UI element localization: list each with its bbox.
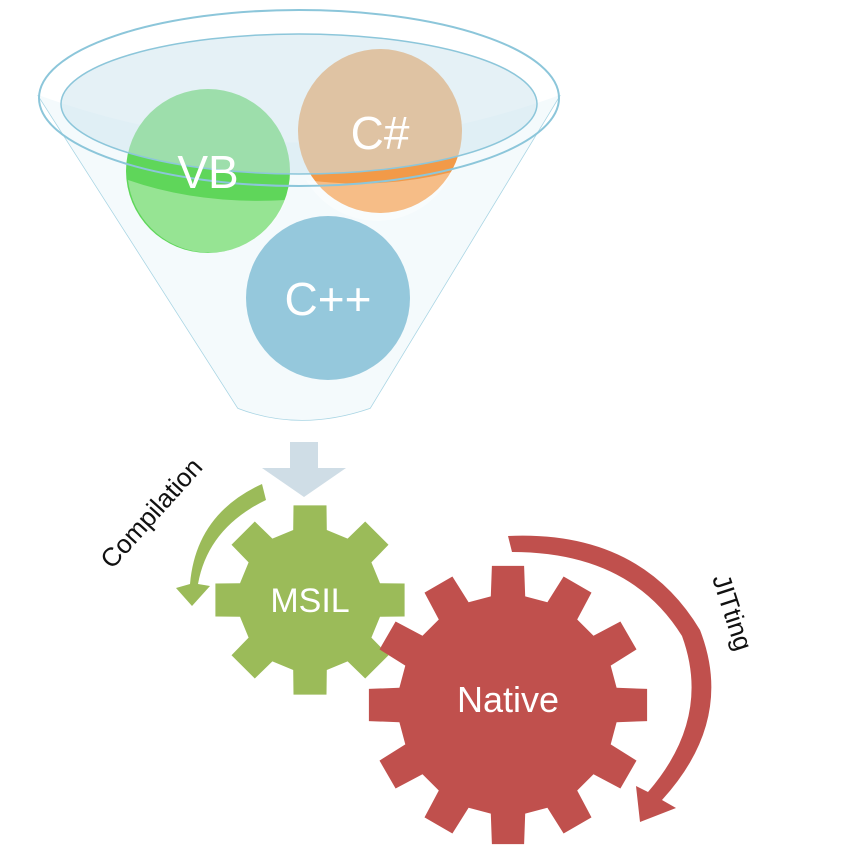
msil-label: MSIL [270,582,349,620]
native-label: Native [457,679,559,720]
jitting-arrow [508,535,712,822]
vb-circle-glass-tint [128,180,286,253]
msil-gear [215,505,405,695]
jitting-label: JITting [706,571,759,654]
compilation-arrow [176,484,266,606]
cpp-circle [246,216,410,380]
funnel-rim-inner [60,33,538,175]
funnel-rim-outer [38,9,560,187]
native-gear [368,565,648,845]
compilation-label: Compilation [94,452,208,574]
csharp-label: C# [351,107,410,159]
gearMsil-teeth [215,505,405,695]
cpp-label: C++ [285,273,372,325]
gearNative-teeth [368,565,648,845]
down-arrow [262,442,346,497]
vb-label: VB [177,146,238,198]
